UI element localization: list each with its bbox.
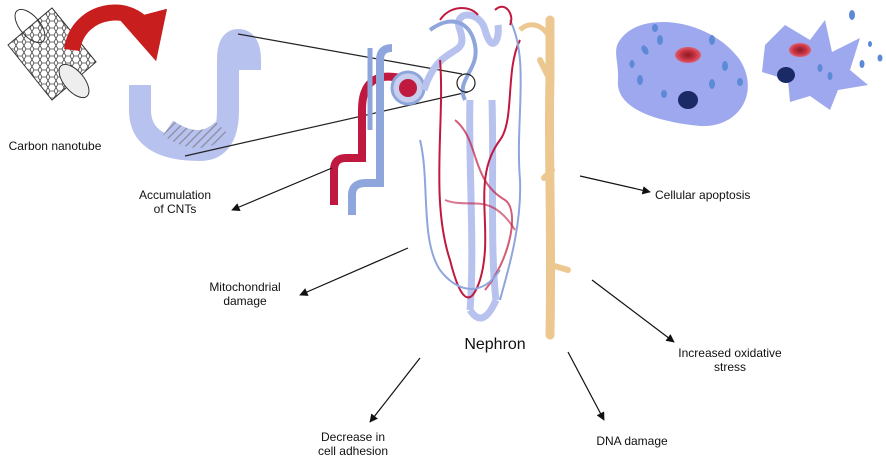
label-mitochondrial-line1: Mitochondrial [209, 280, 281, 294]
label-carbon-nanotube: Carbon nanotube [8, 139, 102, 153]
label-decrease-line1: Decrease in [320, 430, 386, 444]
label-dna-damage: DNA damage [596, 434, 668, 448]
curved-arrow-icon [64, 4, 168, 62]
label-mitochondrial-damage: Mitochondrial damage [195, 280, 295, 308]
label-accumulation-of-cnts: Accumulation of CNTs [120, 188, 230, 216]
arrow-mitochondrial [299, 247, 409, 296]
intact-cell-icon [616, 21, 748, 127]
label-oxidative-line1: Increased oxidative [678, 346, 782, 360]
zoom-line-bottom [184, 91, 469, 157]
arrow-cell-adhesion [369, 357, 421, 423]
carbon-nanotube-icon [7, 7, 97, 101]
label-nephron: Nephron [464, 336, 526, 353]
apoptotic-cell-icon [762, 10, 883, 110]
tubule-segment-icon [129, 28, 261, 162]
label-decrease-in-cell-adhesion: Decrease in cell adhesion [298, 430, 408, 458]
arrow-accumulation [231, 167, 333, 211]
label-increased-oxidative-stress: Increased oxidative stress [660, 346, 800, 374]
nephron-illustration [330, 5, 571, 340]
label-accumulation-line2: of CNTs [153, 202, 197, 216]
effect-arrows [231, 167, 675, 423]
label-decrease-line2: cell adhesion [317, 444, 389, 458]
label-oxidative-line2: stress [713, 360, 746, 374]
label-cellular-apoptosis: Cellular apoptosis [655, 188, 751, 202]
zoom-line-top [237, 33, 463, 75]
arrow-oxidative-stress [591, 279, 675, 343]
arrow-dna-damage [567, 351, 605, 421]
label-accumulation-line1: Accumulation [138, 188, 212, 202]
label-mitochondrial-line2: damage [223, 294, 267, 308]
arrow-apoptosis [579, 175, 651, 195]
